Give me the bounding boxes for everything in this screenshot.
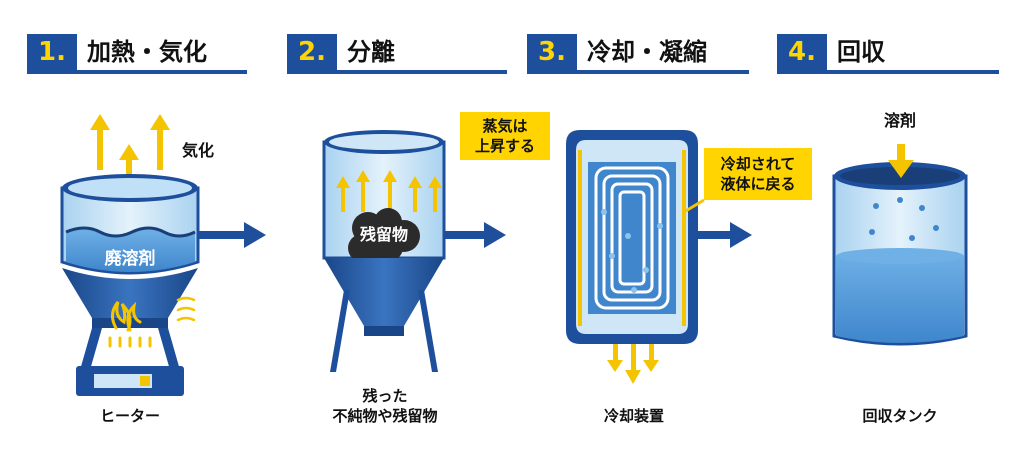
cooled-returns-text: 冷却されて 液体に戻る [720, 155, 796, 193]
residue-cloud [348, 208, 420, 264]
step-number: 3. [527, 34, 577, 70]
leftover-label: 残った 不純物や残留物 [310, 386, 460, 426]
cooling-coil-icon [594, 166, 670, 310]
vaporize-label: 気化 [182, 141, 214, 160]
outflow-arrows-icon [607, 344, 659, 384]
step-underline [27, 70, 247, 74]
droplets-icon [869, 197, 939, 241]
waste-solvent-label: 廃溶剤 [105, 248, 156, 269]
step-title: 加熱・気化 [87, 38, 207, 66]
vapor-rises-text: 蒸気は 上昇する [474, 117, 535, 155]
flow-arrow-icon [198, 222, 266, 248]
step-number: 2. [287, 34, 337, 70]
step-number: 1. [27, 34, 77, 70]
cooling-device-label: 冷却装置 [603, 407, 664, 425]
step-underline [287, 70, 507, 74]
step-underline [777, 70, 999, 74]
residue-label: 残留物 [360, 225, 408, 244]
flow-arrow-icon [444, 222, 506, 248]
cooled-returns-callout: 冷却されて 液体に戻る [704, 148, 812, 200]
step-header-2: 2. 分離 [287, 34, 507, 76]
step-header-1: 1. 加熱・気化 [27, 34, 247, 76]
flame-icon [108, 301, 152, 348]
heating-unit [60, 114, 266, 396]
heater-label: ヒーター [99, 407, 160, 425]
separator-unit [322, 130, 506, 372]
step-header-4: 4. 回収 [777, 34, 999, 76]
step-underline [527, 70, 749, 74]
recovery-tank [832, 144, 968, 346]
vapor-arrows-icon [336, 170, 442, 212]
heat-waves-icon [176, 296, 196, 322]
inflow-arrow-icon [888, 144, 914, 178]
step-title: 回収 [837, 38, 885, 66]
step-title: 冷却・凝縮 [587, 38, 707, 66]
leftover-line-2: 不純物や残留物 [332, 407, 438, 425]
condenser-unit [566, 130, 752, 384]
recovery-tank-label: 回収タンク [862, 407, 938, 425]
flow-arrow-icon [698, 222, 752, 248]
step-number: 4. [777, 34, 827, 70]
vapor-rises-callout: 蒸気は 上昇する [460, 112, 550, 160]
droplets-icon [601, 209, 663, 293]
solvent-label: 溶剤 [884, 111, 916, 130]
leftover-line-1: 残った [362, 387, 408, 405]
step-title: 分離 [347, 38, 395, 66]
step-header-3: 3. 冷却・凝縮 [527, 34, 749, 76]
